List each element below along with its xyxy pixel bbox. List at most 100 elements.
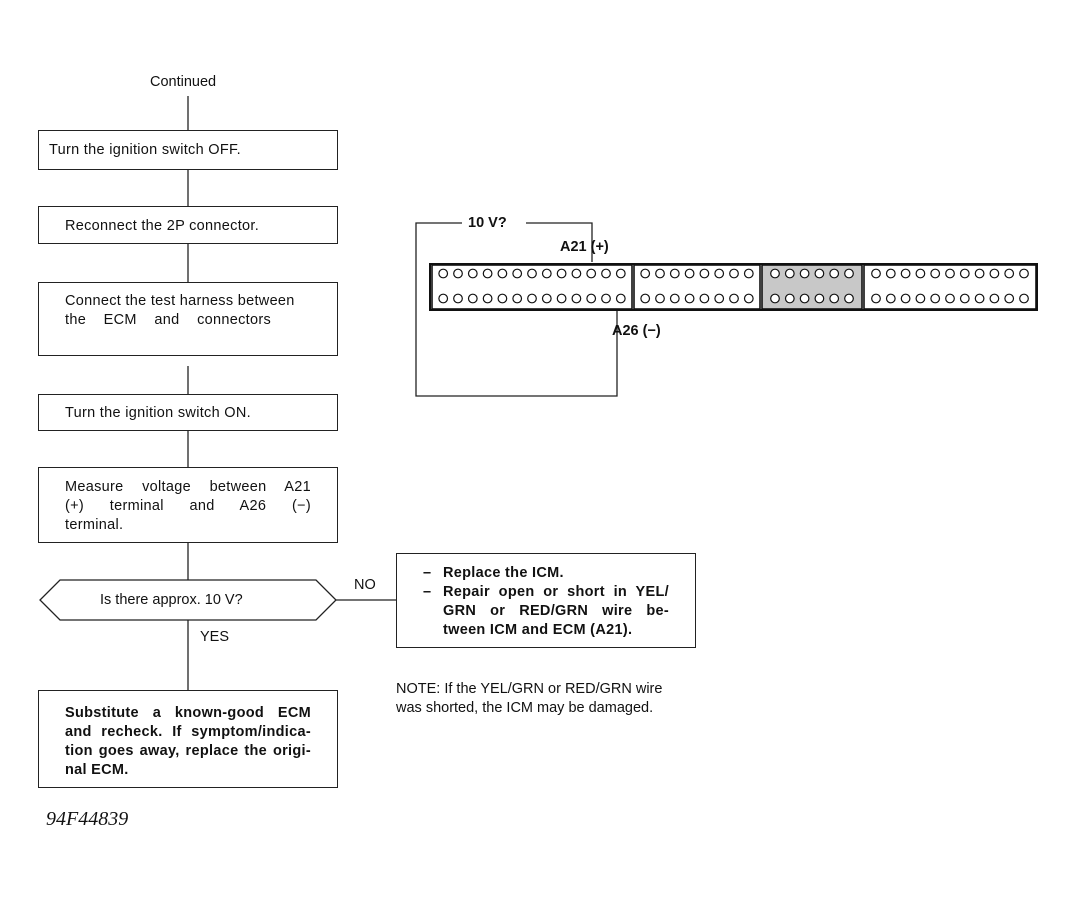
list-dash: – [423,565,432,581]
connector-pin [467,268,478,279]
connector-pin [601,268,611,279]
step-connect-harness-line2: the ECM and connectors [65,312,271,328]
connector-pin [699,268,710,279]
connector-pin [640,268,651,279]
connector-pin [915,293,926,304]
connector-pin [669,268,680,279]
connector-pin [684,268,695,279]
connector-pin [974,268,985,279]
connector-pin [871,268,881,279]
connector-pin [784,268,795,279]
connector-pin [844,268,854,279]
no-label: NO [354,577,376,593]
connector-pin [770,293,780,304]
connector-pin [684,293,695,304]
connector-pin [989,268,1000,279]
step-connect-harness: Connect the test harness between the ECM… [38,282,338,356]
result-replace-ecm-line3: tion goes away, replace the origi- [65,743,311,759]
connector-pin [453,268,463,279]
connector-pin [729,268,739,279]
connector-pin [1004,293,1015,304]
connector-pin [829,268,840,279]
list-dash: – [423,584,432,600]
result-replace-icm: – Replace the ICM. – Repair open or shor… [396,553,696,648]
connector-pin [571,268,582,279]
connector-pin [974,293,985,304]
connector-pin [1019,268,1029,279]
result-item-repair-wire: – Repair open or short in YEL/ GRN or RE… [423,583,669,640]
note-text: NOTE: If the YEL/GRN or RED/GRN wire was… [396,680,662,718]
result-replace-ecm-line2: and recheck. If symptom/indica- [65,724,311,740]
connector-pin [959,268,970,279]
note-line1: NOTE: If the YEL/GRN or RED/GRN wire [396,681,663,697]
connector-pin [669,293,680,304]
connector-pin [497,268,508,279]
connector-pin [814,268,825,279]
result-item-replace-icm: – Replace the ICM. [423,564,669,583]
result-replace-ecm: Substitute a known-good ECM and recheck.… [38,690,338,788]
note-line2: was shorted, the ICM may be damaged. [396,700,654,716]
connector-pin [900,268,911,279]
connector-pin [989,293,1000,304]
connector-pin [615,293,626,304]
connector-pin [438,293,449,304]
connector-pin [900,293,911,304]
connector-pin [699,293,710,304]
figure-id: 94F44839 [46,808,129,830]
connector-pin [467,293,478,304]
connector-pin [615,268,626,279]
result-replace-ecm-line4: nal ECM. [65,762,129,778]
step-connect-harness-line1: Connect the test harness between [65,293,295,309]
connector-pin [885,293,896,304]
step-ignition-on-text: Turn the ignition switch ON. [65,405,251,421]
connector-pin [743,268,754,279]
result-replace-ecm-line1: Substitute a known-good ECM [65,705,311,721]
connector-pin [571,293,582,304]
connector-pin [586,293,597,304]
ecm-connector [429,263,1038,311]
decision-text: Is there approx. 10 V? [100,592,243,608]
connector-pin [482,268,493,279]
connector-pin [556,268,567,279]
connector-pin [945,268,955,279]
continued-label: Continued [150,74,217,90]
connector-pin [945,293,955,304]
connector-pin [871,293,881,304]
connector-block [633,264,761,310]
connector-pin [799,268,810,279]
result-item-repair-wire-line3: tween ICM and ECM (A21). [443,622,633,638]
step-ignition-on: Turn the ignition switch ON. [38,394,338,431]
connector-pin [959,293,970,304]
connector-pin [655,293,665,304]
result-item-repair-wire-line2: GRN or RED/GRN wire be- [443,603,669,619]
step-measure-voltage-line1: Measure voltage between A21 [65,479,311,495]
connector-pin [438,268,449,279]
connector-pin [512,293,523,304]
connector-pin [814,293,825,304]
connector-pin [729,293,739,304]
terminal-a26-label: A26 (−) [612,323,661,339]
connector-pin [527,293,537,304]
connector-pin [1019,293,1029,304]
step-measure-voltage-line2: (+) terminal and A26 (−) [65,498,311,514]
connector-pin [915,268,926,279]
connector-pin [1004,268,1015,279]
connector-pin [453,293,463,304]
connector-pin [512,268,523,279]
connector-pin [556,293,567,304]
result-replace-icm-list: – Replace the ICM. – Repair open or shor… [423,564,669,640]
connector-pin [527,268,537,279]
connector-pin [799,293,810,304]
yes-label: YES [200,629,230,645]
connector-pin [497,293,508,304]
connector-pin [784,293,795,304]
connector-pin [930,268,941,279]
connector-pin [829,293,840,304]
step-ignition-off-text: Turn the ignition switch OFF. [49,142,241,158]
step-reconnect-2p: Reconnect the 2P connector. [38,206,338,244]
connector-pin [640,293,651,304]
connector-pin [743,293,754,304]
connector-pin [770,268,780,279]
connector-pin [586,268,597,279]
